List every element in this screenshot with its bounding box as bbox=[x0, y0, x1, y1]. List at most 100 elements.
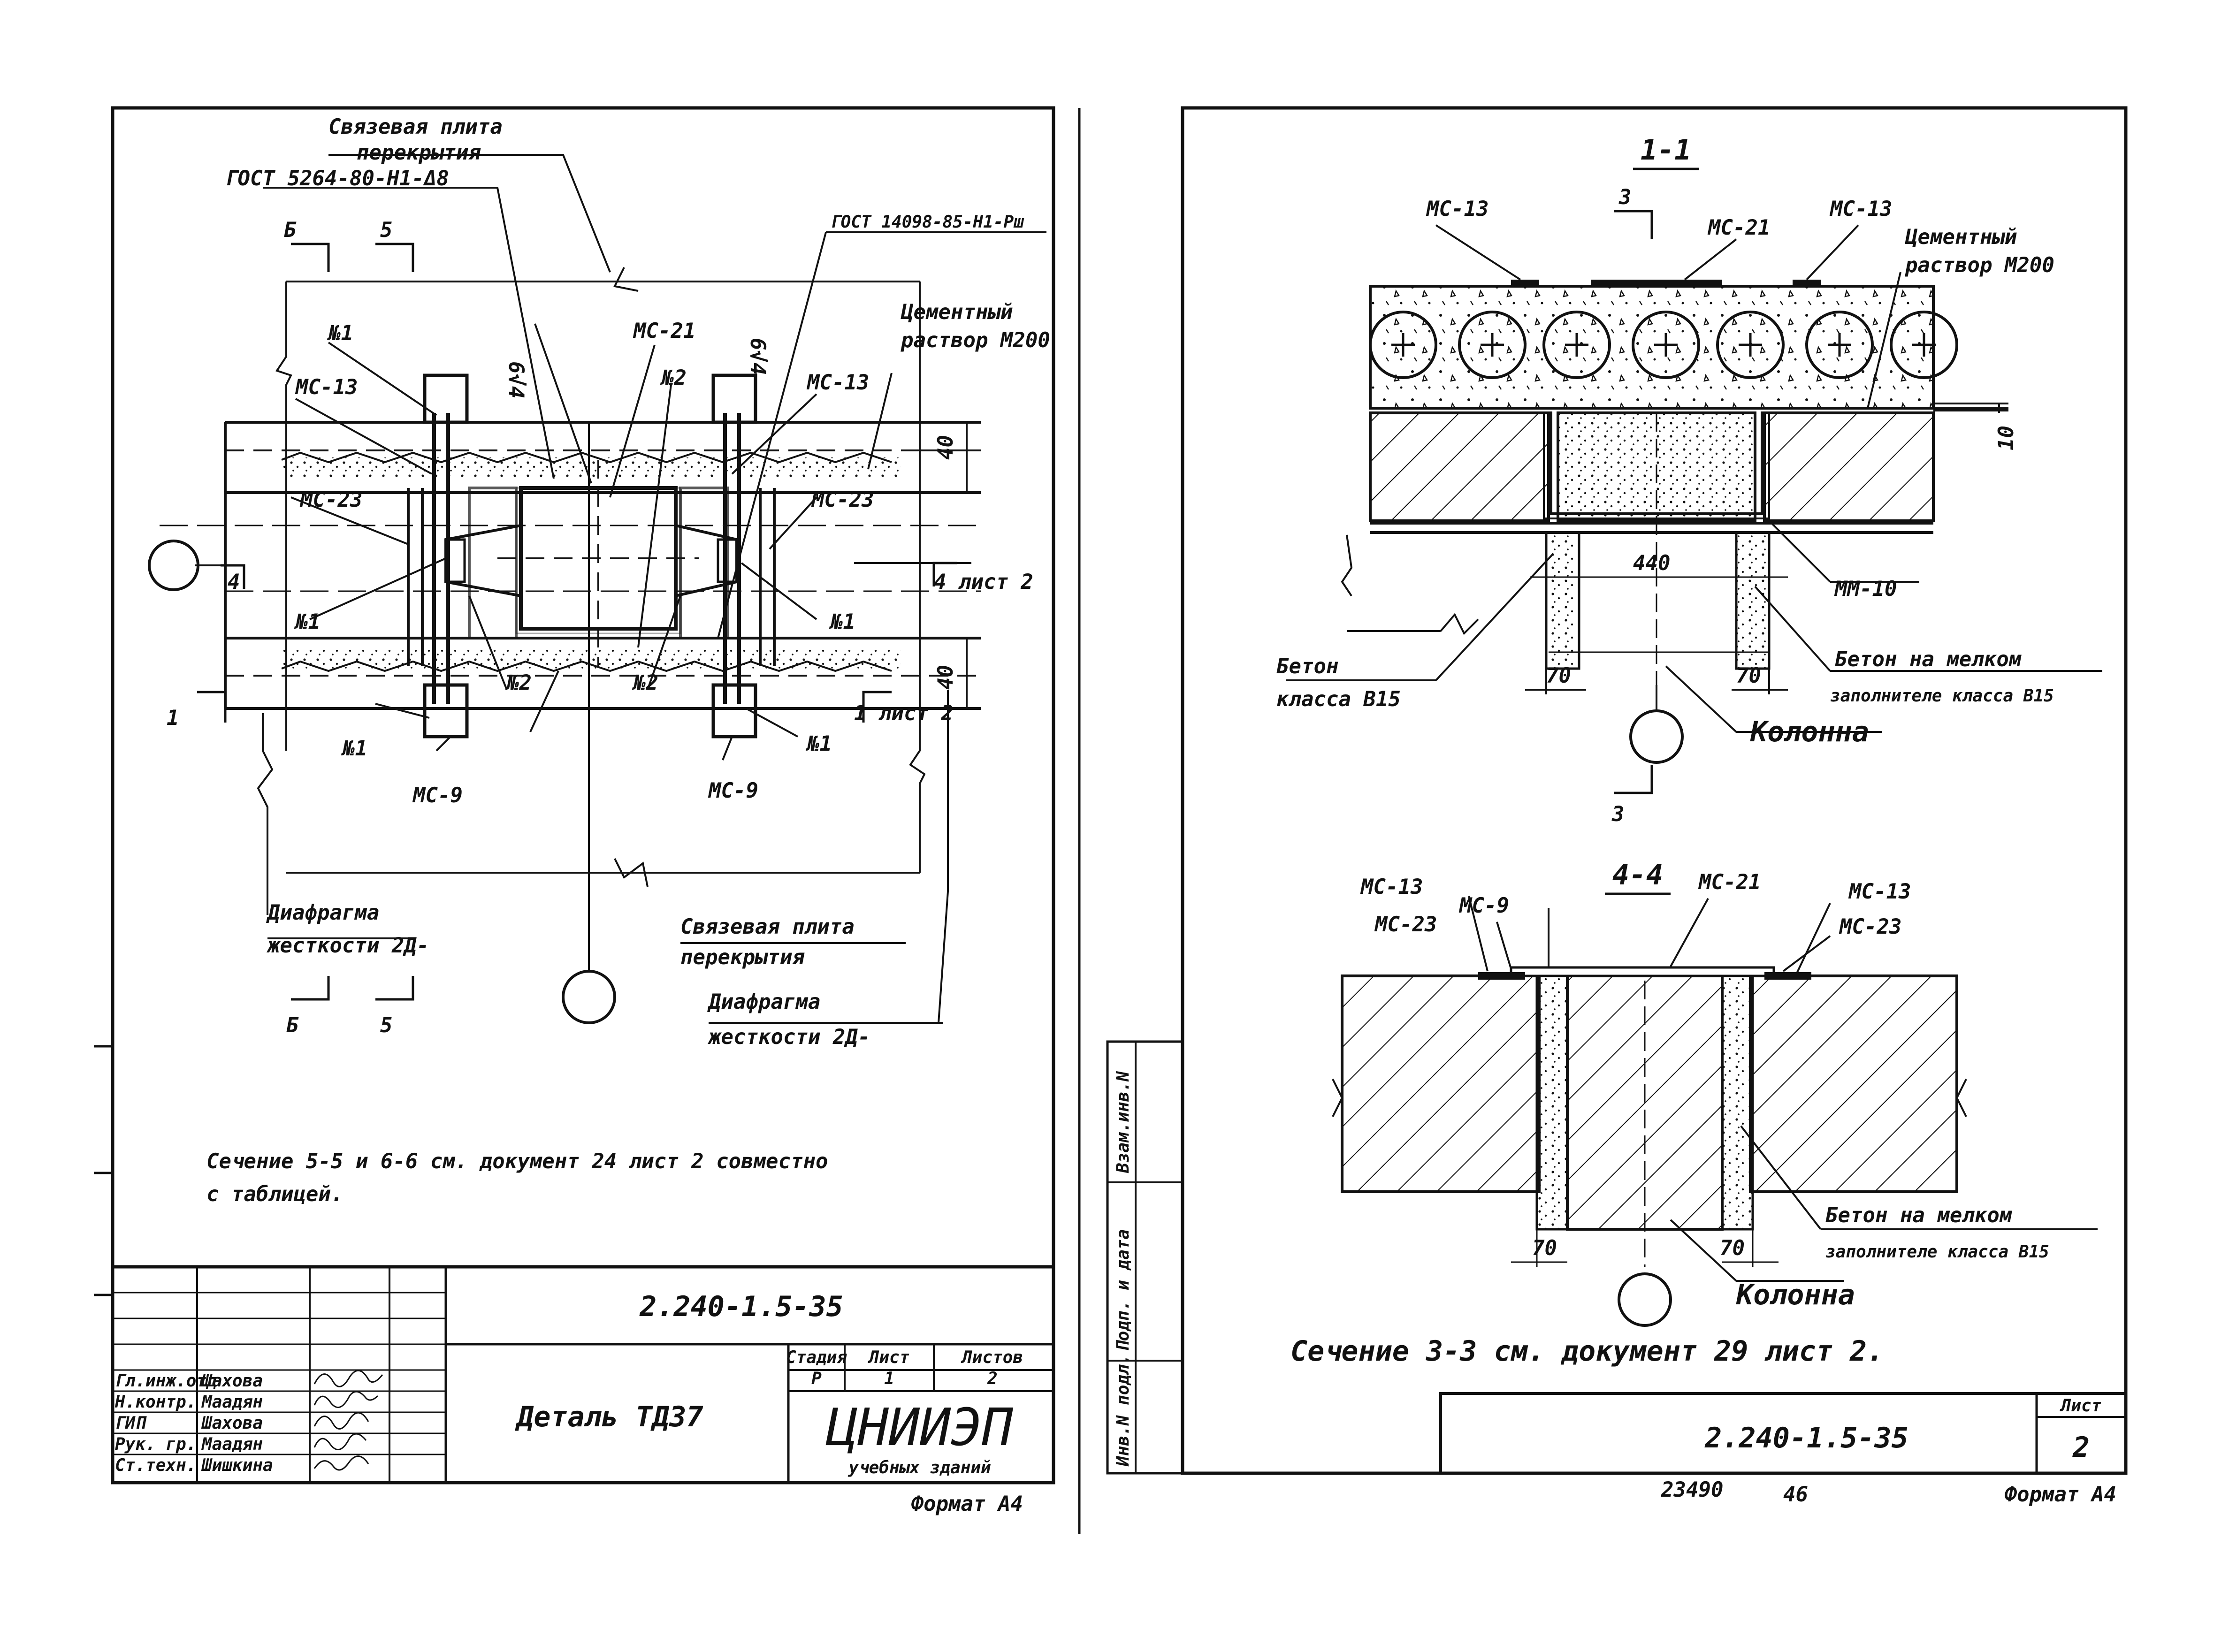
diaphragm-1-line1: Диафрагма bbox=[266, 901, 379, 925]
dim-40-bottom: 40 bbox=[934, 665, 958, 690]
name-5: Шишкина bbox=[201, 1456, 273, 1475]
mark-no1-c: №1 bbox=[829, 610, 855, 634]
slab-title-4: перекрытия bbox=[680, 945, 805, 969]
cut-b-bottom: Б bbox=[286, 1013, 299, 1037]
role-1: Гл.инж.отд bbox=[115, 1371, 217, 1391]
column-right-fill bbox=[1735, 531, 1771, 670]
rebar-left bbox=[407, 373, 522, 738]
s4-body-left bbox=[1341, 974, 1541, 1193]
leaders-left bbox=[263, 154, 1046, 1024]
s4-mc23-b: МС-23 bbox=[1839, 915, 1901, 939]
grid-axis-bubble-left bbox=[148, 540, 199, 591]
s4-column: Колонна bbox=[1736, 1279, 1855, 1311]
s4-fine-1: Бетон на мелком bbox=[1825, 1203, 2012, 1227]
mark-no1-a: №1 bbox=[327, 321, 353, 345]
stage-header: Стадия bbox=[786, 1348, 847, 1367]
mark-no2-b: №2 bbox=[505, 671, 532, 695]
mc21-label: МС-21 bbox=[633, 319, 695, 343]
org-name: ЦНИИЭП bbox=[825, 1397, 1013, 1457]
left-sheet: Связевая плита перекрытия ГОСТ 5264-80-Н… bbox=[94, 106, 1081, 1534]
detail-name: Деталь ТД37 bbox=[515, 1401, 703, 1433]
column-axis-bubble-2 bbox=[1618, 1272, 1672, 1327]
mc23-left-label: МС-23 bbox=[299, 488, 362, 512]
name-4: Маадян bbox=[201, 1435, 263, 1454]
doc-code-left: 2.240-1.5-35 bbox=[639, 1290, 843, 1323]
s1-dim-70-a: 70 bbox=[1546, 664, 1571, 688]
signature-3 bbox=[313, 1412, 369, 1430]
cut-5-top: 5 bbox=[380, 218, 393, 242]
s4-joint-left bbox=[1535, 974, 1569, 1231]
mc13-left-label: МС-13 bbox=[295, 375, 358, 399]
format-right: Формат А4 bbox=[2005, 1483, 2116, 1507]
mark-no2-c: №2 bbox=[632, 671, 658, 695]
s1-mc21: МС-21 bbox=[1707, 216, 1770, 240]
s1-concrete-2: класса В15 bbox=[1276, 687, 1401, 711]
s1-mm10: ММ-10 bbox=[1834, 577, 1897, 601]
section-4-4: 4-4 bbox=[1290, 859, 2098, 1368]
s1-fine-2: заполнителе класса В15 bbox=[1830, 686, 2054, 706]
s1-cement-2: раствор М200 bbox=[1905, 253, 2054, 277]
right-sheet-number: 2 bbox=[2072, 1431, 2090, 1464]
diaphragm-1-line2: жесткости 2Д- bbox=[266, 934, 429, 958]
name-2: Маадян bbox=[201, 1393, 263, 1412]
diaphragm-2-line1: Диафрагма bbox=[707, 990, 820, 1014]
format-left: Формат А4 bbox=[911, 1492, 1023, 1516]
central-plate-mc21 bbox=[468, 460, 729, 666]
sheet-header: Лист bbox=[868, 1348, 910, 1367]
cut-4-label: 4 bbox=[228, 570, 240, 594]
slab-title-2: перекрытия bbox=[357, 141, 481, 165]
section-1-1-title: 1-1 bbox=[1641, 134, 1691, 167]
mc23-right-label: МС-23 bbox=[811, 488, 874, 512]
diaphragm-right-hatch bbox=[1763, 411, 1935, 522]
plate-mc13-b bbox=[1793, 280, 1821, 286]
cement-label-2: раствор М200 bbox=[901, 328, 1050, 352]
cut-4-sheet-label: 4 лист 2 bbox=[934, 570, 1033, 594]
note-line-1: Сечение 5-5 и 6-6 см. документ 24 лист 2… bbox=[206, 1150, 828, 1173]
title-block-left: 2.240-1.5-35 Деталь ТД37 Стадия Лист Лис… bbox=[111, 1265, 1055, 1516]
signature-2 bbox=[313, 1391, 379, 1408]
name-3: Шахова bbox=[201, 1414, 263, 1433]
s4-joint-right bbox=[1721, 974, 1754, 1231]
mc9-right-label: МС-9 bbox=[708, 779, 758, 803]
mc9-left-label: МС-9 bbox=[412, 784, 463, 807]
sheet-value: 1 bbox=[884, 1369, 894, 1388]
role-2: Н.контр. bbox=[115, 1393, 196, 1412]
right-note: Сечение 3-3 см. документ 29 лист 2. bbox=[1290, 1335, 1884, 1368]
column-left-fill bbox=[1545, 531, 1580, 670]
right-sheet: Взам.инв.N Подп. и дата Инв.N подл. 1-1 bbox=[1106, 106, 2128, 1507]
s4-dim-70-b: 70 bbox=[1720, 1236, 1745, 1260]
signature-1 bbox=[313, 1370, 383, 1387]
diaphragm-left-hatch bbox=[1369, 411, 1550, 522]
plate-mc13-a bbox=[1511, 280, 1539, 286]
mark-no1-e: №1 bbox=[805, 732, 832, 756]
s1-cut-3-bottom: 3 bbox=[1611, 802, 1625, 826]
org-subtitle: учебных зданий bbox=[847, 1458, 991, 1477]
s1-column: Колонна bbox=[1750, 716, 1869, 748]
left-labels: Связевая плита перекрытия ГОСТ 5264-80-Н… bbox=[167, 115, 1050, 1206]
s4-fine-2: заполнителе класса В15 bbox=[1825, 1242, 2049, 1262]
title-block-right: 2.240-1.5-35 Лист 2 23490 46 Формат А4 bbox=[1439, 1392, 2127, 1507]
s1-mc13-a: МС-13 bbox=[1426, 197, 1489, 221]
slab-title-1: Связевая плита bbox=[328, 115, 503, 139]
signature-5 bbox=[313, 1455, 369, 1471]
s4-mc9: МС-9 bbox=[1458, 894, 1509, 918]
name-1: Шахова bbox=[201, 1371, 263, 1391]
cut-1-sheet-label: 1 лист 2 bbox=[854, 701, 954, 725]
weld-label-left: 6√4 bbox=[504, 361, 528, 398]
mark-no2-a: №2 bbox=[660, 366, 687, 390]
grid-axis-bubble-bottom bbox=[562, 970, 616, 1024]
stamp-signature-date: Подп. и дата bbox=[1114, 1229, 1133, 1351]
stamp-inv-replace: Взам.инв.N bbox=[1114, 1071, 1133, 1173]
gost-rebar-label: ГОСТ 14098-85-Н1-Рш bbox=[831, 213, 1024, 232]
sheets-header: Листов bbox=[961, 1348, 1023, 1367]
role-5: Ст.техн. bbox=[115, 1456, 196, 1475]
right-sheet-header: Лист bbox=[2060, 1396, 2102, 1416]
s4-plate-right bbox=[1764, 972, 1811, 980]
s4-plate-left bbox=[1478, 972, 1525, 980]
s4-dim-70-a: 70 bbox=[1532, 1236, 1557, 1260]
diaphragm-2-line2: жесткости 2Д- bbox=[707, 1025, 870, 1049]
s1-dim-10: 10 bbox=[1994, 426, 2018, 450]
mark-no1-d: №1 bbox=[341, 737, 367, 761]
s1-concrete-1: Бетон bbox=[1276, 655, 1338, 678]
s1-cement-1: Цементный bbox=[1905, 225, 2017, 249]
